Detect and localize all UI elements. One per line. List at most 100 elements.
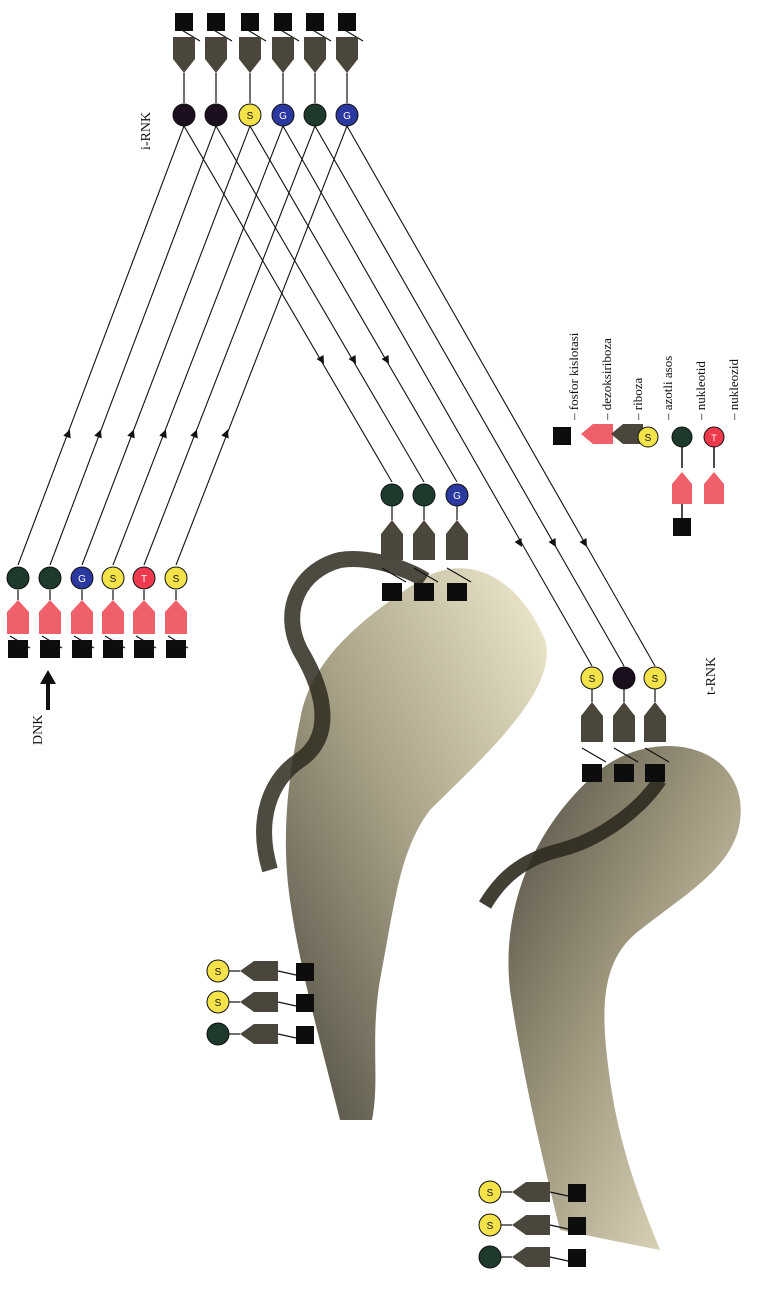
- phosphate-square-icon: [568, 1249, 586, 1267]
- bond-line: [245, 28, 267, 42]
- legend-item-ribose: – riboza: [611, 378, 645, 444]
- base-letter: G: [343, 111, 351, 122]
- phosphate-square-icon: [414, 583, 434, 601]
- phosphate-square-icon: [568, 1217, 586, 1235]
- connector-line: [175, 125, 348, 566]
- base-letter: S: [110, 574, 117, 585]
- trna-bottom-nucleotide: S: [478, 1213, 586, 1237]
- ribose-icon: [644, 702, 666, 742]
- phosphate-square-icon: [8, 640, 28, 658]
- deoxyribose-icon: [165, 600, 187, 634]
- bond-line: [310, 28, 332, 42]
- nitrogen-base-icon: [6, 566, 30, 590]
- ribose-icon: [512, 1215, 550, 1235]
- phosphate-square-icon: [296, 963, 314, 981]
- arrow-head: [127, 429, 135, 439]
- arrow-head: [190, 429, 198, 439]
- connector-line: [282, 125, 593, 667]
- bond-line: [9, 635, 31, 649]
- bond-line: [613, 747, 639, 763]
- nucleotide-base-icon: [671, 426, 693, 448]
- nitrogen-base-icon: [172, 103, 196, 127]
- connector-line: [112, 125, 284, 566]
- trna-left-nucleotide: S: [206, 990, 314, 1014]
- nitrogen-base-icon: [204, 103, 228, 127]
- connector-line: [183, 125, 393, 483]
- nitrogen-base-glyph: S: [645, 433, 652, 444]
- legend-item-nucleotide: – nukleotid: [671, 361, 708, 536]
- ribose-icon: [613, 702, 635, 742]
- arrow-head: [159, 429, 167, 439]
- legend-item-nucleoside: T – nukleozid: [703, 358, 741, 504]
- connector-line: [249, 125, 458, 483]
- irnk-nucleotide: S: [238, 13, 267, 127]
- bond-line: [135, 635, 157, 649]
- trna-right-nucleotide: [612, 666, 639, 782]
- nitrogen-base-icon: [335, 103, 359, 127]
- base-letter: G: [453, 491, 461, 502]
- bond-line: [41, 635, 63, 649]
- dnk-nucleotide: T: [132, 566, 157, 658]
- trna-ribbon-lower: [478, 746, 741, 1250]
- bond-line: [73, 635, 95, 649]
- legend: – fosfor kislotasi – dezoksiriboza – rib…: [553, 332, 741, 536]
- trna-top-nucleotide: [412, 483, 439, 601]
- bond-line: [413, 567, 439, 583]
- phosphate-square-icon: [645, 764, 665, 782]
- nucleotide-sugar-icon: [672, 472, 692, 504]
- base-letter: S: [215, 998, 222, 1009]
- irnk-nucleotide: G: [335, 13, 364, 127]
- irnk-nucleotide: G: [271, 13, 300, 127]
- connector-line: [215, 125, 425, 483]
- irnk-nucleotide: [303, 13, 332, 127]
- ribose-pentagon-icon: [611, 424, 643, 444]
- bond-line: [644, 747, 670, 763]
- dnk-label: DNK: [31, 715, 46, 745]
- bond-line: [277, 1001, 297, 1007]
- phosphate-square-icon: [296, 1026, 314, 1044]
- legend-item-deoxyribose: – dezoksiriboza: [581, 338, 614, 444]
- ribose-icon: [240, 961, 278, 981]
- trna-right-nucleotide: S: [580, 666, 607, 782]
- deoxyribose-icon: [39, 600, 61, 634]
- base-letter: S: [215, 967, 222, 978]
- phosphate-square-icon: [166, 640, 186, 658]
- trna-left-nucleotide: S: [206, 959, 314, 983]
- dnk-nucleotide: S: [101, 566, 126, 658]
- phosphate-square-icon: [134, 640, 154, 658]
- nitrogen-base-icon: [101, 566, 125, 590]
- ribose-icon: [240, 1024, 278, 1044]
- legend-text-deoxyribose: – dezoksiriboza: [599, 338, 614, 421]
- nitrogen-base-icon: [70, 566, 94, 590]
- ribose-icon: [381, 520, 403, 560]
- trna-left-nucleotide: [206, 1022, 314, 1046]
- nitrogen-base-circle-icon: [637, 426, 659, 448]
- arrow-head: [514, 538, 522, 547]
- ribose-icon: [413, 520, 435, 560]
- base-letter: S: [487, 1221, 494, 1232]
- phosphate-square-icon: [614, 764, 634, 782]
- arrow-head: [348, 354, 357, 364]
- phosphate-square-icon: [447, 583, 467, 601]
- ribose-icon: [512, 1182, 550, 1202]
- bond-line: [581, 747, 607, 763]
- dnk-nucleotide: G: [70, 566, 95, 658]
- irnk-label: i-RNK: [139, 112, 154, 150]
- arrow-head: [548, 538, 556, 547]
- dnk-arrow-head: [40, 670, 56, 684]
- phosphate-square-icon: [306, 13, 324, 31]
- nitrogen-base-icon: [612, 666, 636, 690]
- legend-text-phosphate: – fosfor kislotasi: [566, 332, 581, 421]
- irnk-nucleotide: [204, 13, 233, 127]
- base-letter: S: [589, 674, 596, 685]
- phosphate-square-icon: [40, 640, 60, 658]
- ribose-icon: [512, 1247, 550, 1267]
- nitrogen-base-icon: [271, 103, 295, 127]
- phosphate-square-icon: [338, 13, 356, 31]
- arrow-head: [221, 429, 229, 439]
- ribose-icon: [239, 37, 261, 73]
- connector-lines: [17, 125, 656, 667]
- bond-line: [446, 567, 472, 583]
- trna-right-nucleotide: S: [643, 666, 670, 782]
- nucleotide-phosphate-icon: [673, 518, 691, 536]
